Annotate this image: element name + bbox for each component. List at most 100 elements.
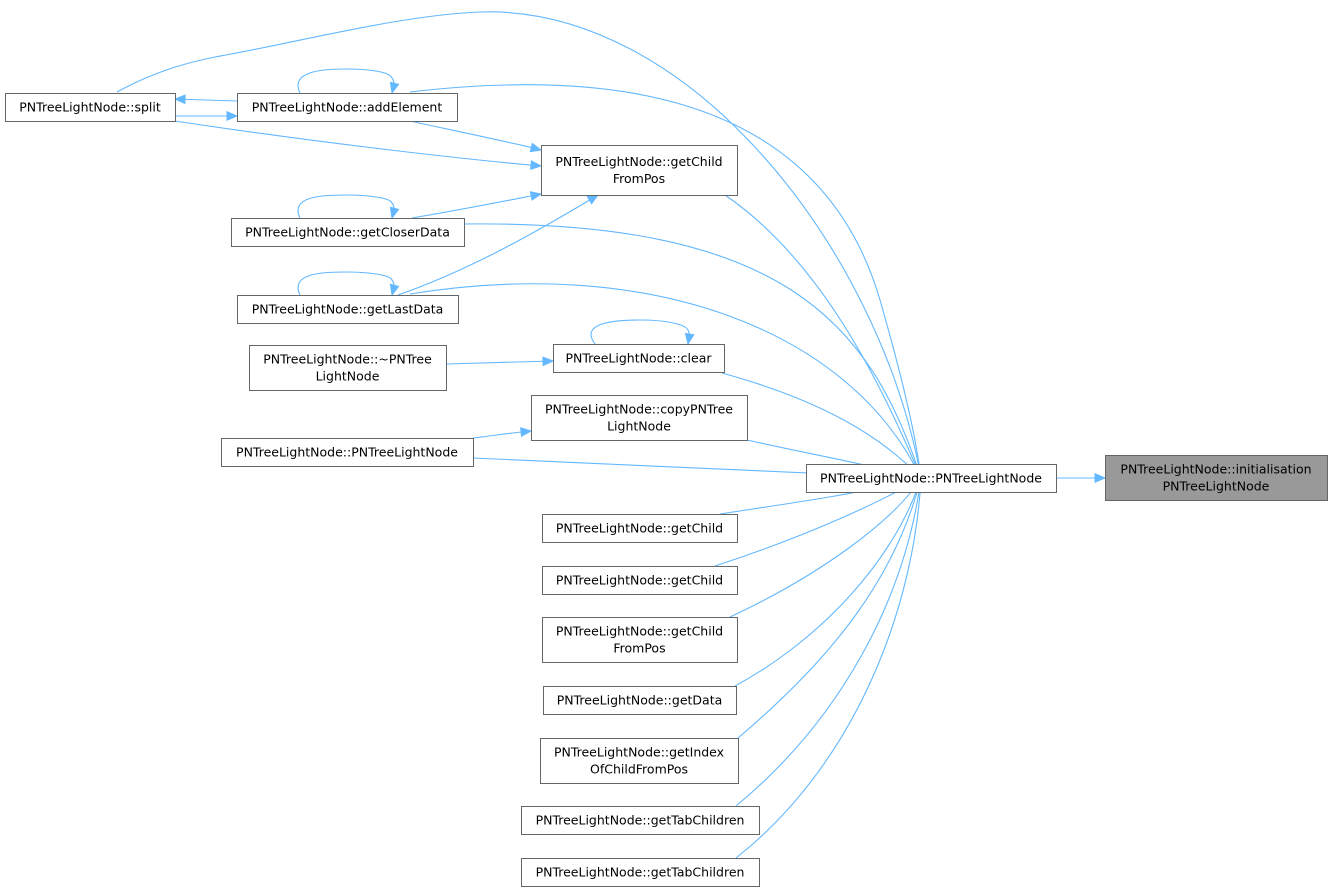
node-getTabChildren2[interactable]: PNTreeLightNode::getTabChildren	[521, 858, 760, 887]
node-label: PNTreeLightNode::getChild	[556, 573, 723, 588]
edge-line	[724, 194, 922, 479]
node-box	[531, 395, 748, 441]
node-label: PNTreeLightNode::getTabChildren	[536, 813, 745, 828]
edge-line	[409, 120, 542, 151]
edge-split-to-addElement	[175, 111, 239, 121]
edge-line	[735, 477, 922, 859]
node-getData[interactable]: PNTreeLightNode::getData	[543, 686, 737, 715]
edge-split-to-getChildFromPos1	[174, 120, 543, 170]
node-label: PNTreeLightNode::PNTreeLightNode	[820, 471, 1042, 486]
edge-clear-to-ctor	[721, 372, 922, 479]
node-label: LightNode	[316, 369, 380, 384]
node-ctor[interactable]: PNTreeLightNode::PNTreeLightNode	[806, 464, 1057, 493]
edge-addElement-to-split	[173, 94, 238, 105]
edge-line	[409, 84, 922, 479]
edge-arrowhead	[586, 194, 600, 205]
edge-line	[411, 193, 542, 219]
node-label: PNTreeLightNode::initialisation	[1120, 462, 1311, 477]
edge-arrowhead	[542, 356, 555, 367]
edge-arrowhead	[530, 160, 543, 170]
node-box	[806, 464, 1057, 493]
edge-line	[397, 194, 599, 296]
node-box	[542, 566, 738, 595]
edge-getCloserData-to-getCloserData	[297, 194, 400, 220]
node-box	[541, 145, 738, 196]
node-label: PNTreeLightNode::copyPNTree	[545, 402, 733, 417]
edge-getIndexOfChildFromPos-to-ctor	[737, 476, 924, 739]
node-box	[543, 686, 737, 715]
node-box	[237, 295, 459, 324]
edge-getLastData-to-getLastData	[297, 271, 400, 297]
edge-arrowhead	[389, 81, 400, 95]
node-label: PNTreeLightNode::getTabChildren	[536, 865, 745, 880]
edge-line	[735, 477, 922, 807]
node-label: PNTreeLightNode::~PNTree	[263, 352, 432, 367]
edge-arrowhead	[520, 427, 533, 437]
node-label: PNTreeLightNode::getIndex	[554, 745, 724, 760]
node-box	[231, 218, 465, 247]
edge-line	[174, 120, 542, 167]
node-box	[237, 93, 458, 122]
node-box	[249, 345, 447, 391]
node-box	[542, 617, 738, 663]
edge-line	[461, 223, 922, 479]
node-label: PNTreeLightNode::getChild	[556, 624, 723, 639]
node-box	[553, 344, 725, 373]
node-box	[540, 738, 739, 784]
edge-getChildFromPos1-to-ctor	[724, 194, 922, 480]
node-destructor[interactable]: PNTreeLightNode::~PNTreeLightNode	[249, 345, 447, 391]
node-getChild2[interactable]: PNTreeLightNode::getChild	[542, 566, 738, 595]
node-label: PNTreeLightNode::getData	[557, 693, 723, 708]
edge-line	[409, 283, 922, 479]
node-label: PNTreeLightNode::split	[19, 100, 161, 115]
edge-getCloserData-to-getChildFromPos1	[411, 191, 543, 219]
node-label: PNTreeLightNode::getChild	[555, 154, 722, 169]
node-box	[221, 438, 474, 467]
node-label: PNTreeLightNode::addElement	[252, 100, 443, 115]
edge-line	[116, 11, 922, 479]
edge-line	[590, 319, 691, 345]
edge-addElement-to-getChildFromPos1	[409, 120, 543, 153]
node-box	[1105, 455, 1328, 501]
edge-line	[297, 68, 395, 94]
node-box	[5, 93, 176, 122]
edge-getChildFromPos2-to-ctor	[729, 476, 922, 618]
edge-line	[737, 477, 922, 739]
edge-arrowhead	[389, 206, 400, 220]
node-getCloserData[interactable]: PNTreeLightNode::getCloserData	[231, 218, 465, 247]
node-addElement[interactable]: PNTreeLightNode::addElement	[237, 93, 458, 122]
edge-line	[721, 372, 922, 479]
node-box	[542, 514, 738, 543]
edge-arrowhead	[1094, 473, 1107, 483]
node-box	[521, 858, 760, 887]
edge-arrowhead	[389, 283, 400, 297]
node-getLastData[interactable]: PNTreeLightNode::getLastData	[237, 295, 459, 324]
node-label: PNTreeLightNode::getChild	[556, 521, 723, 536]
node-label: PNTreeLightNode::PNTreeLightNode	[236, 445, 458, 460]
edge-destructor-to-clear	[445, 356, 555, 367]
node-getTabChildren1[interactable]: PNTreeLightNode::getTabChildren	[521, 806, 760, 835]
edge-clear-to-clear	[590, 319, 695, 346]
node-label: LightNode	[607, 419, 671, 434]
node-label: PNTreeLightNode::getCloserData	[245, 225, 450, 240]
edge-arrowhead	[173, 94, 186, 105]
node-label: OfChildFromPos	[590, 762, 688, 777]
edge-line	[445, 360, 554, 365]
edge-addElement-to-addElement	[297, 68, 400, 95]
edge-arrowhead	[226, 111, 239, 121]
edge-getData-to-ctor	[734, 476, 923, 687]
node-label: PNTreeLightNode::getLastData	[252, 302, 444, 317]
edge-arrowhead	[529, 142, 543, 153]
node-getChild1[interactable]: PNTreeLightNode::getChild	[542, 514, 738, 543]
node-split[interactable]: PNTreeLightNode::split	[5, 93, 176, 122]
edge-line	[729, 477, 922, 618]
node-clear[interactable]: PNTreeLightNode::clear	[553, 344, 725, 373]
edge-line	[734, 477, 922, 687]
node-initialisation[interactable]: PNTreeLightNode::initialisationPNTreeLig…	[1105, 455, 1328, 501]
node-ctorCaller[interactable]: PNTreeLightNode::PNTreeLightNode	[221, 438, 474, 467]
